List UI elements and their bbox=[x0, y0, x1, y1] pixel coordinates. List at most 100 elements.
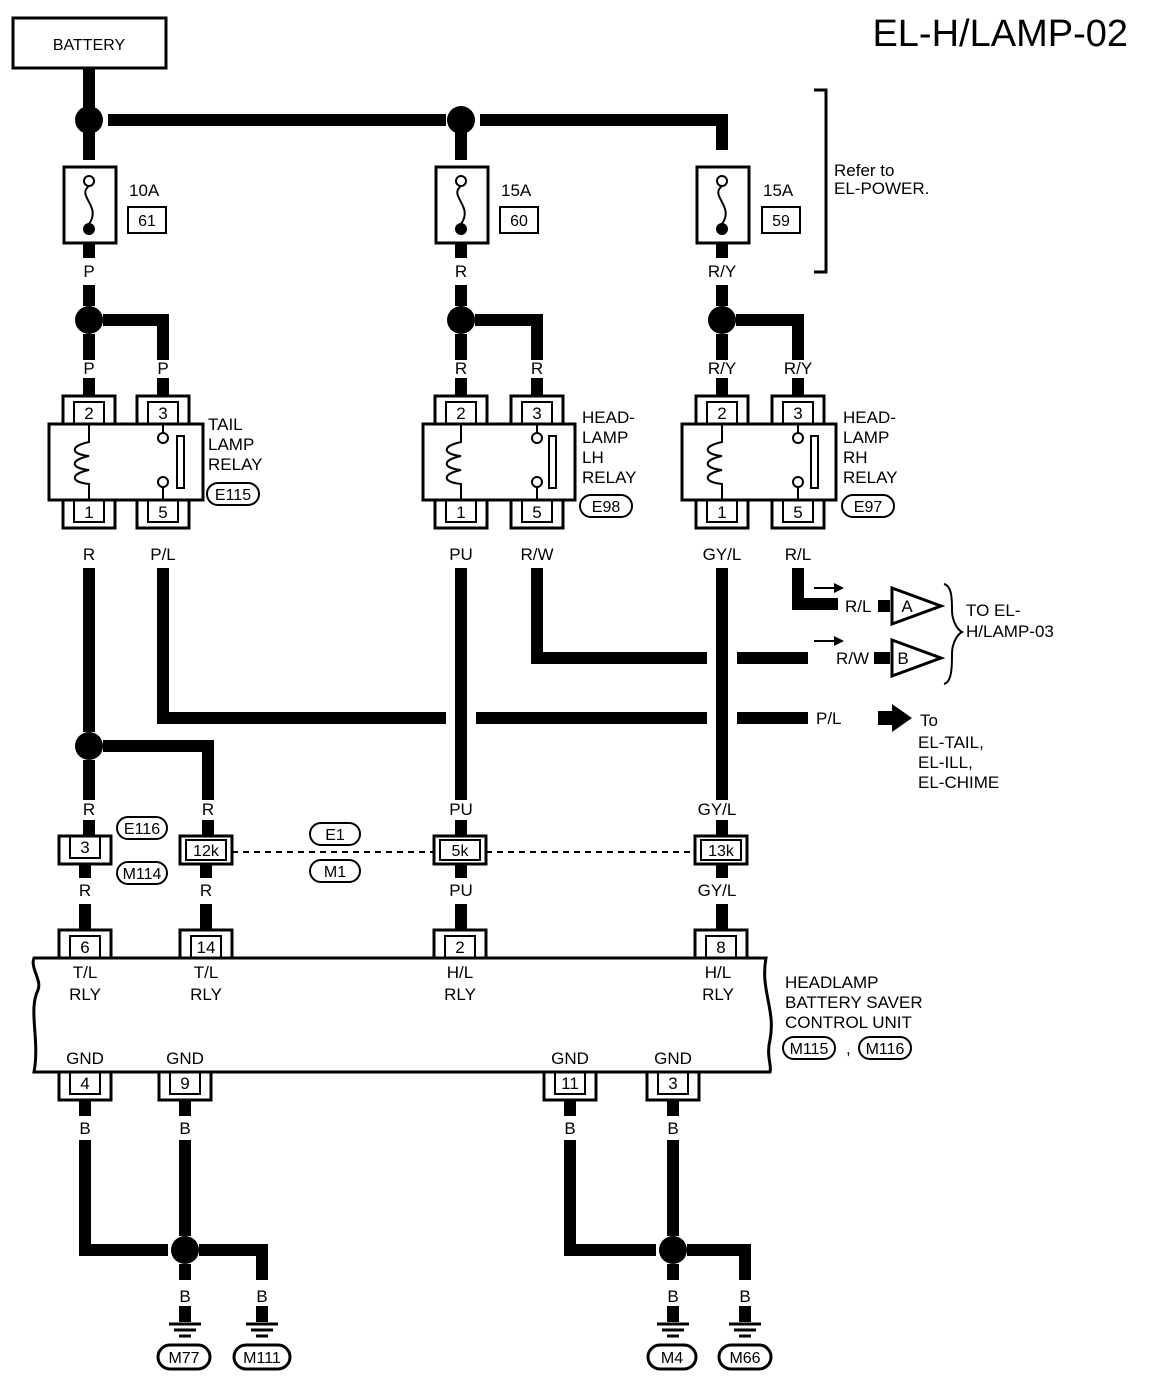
wire-color: P bbox=[157, 359, 168, 378]
wire-color: B bbox=[564, 1119, 575, 1138]
tail-lamp-relay: P P 2 3 1 5 TAIL LAMP RELAY E115 R P/L bbox=[47, 359, 263, 564]
joint-connectors: R R PU GY/L 3 12k 5k 13k E116 M114 E1 M1 bbox=[57, 732, 749, 930]
fuse-rating: 10A bbox=[129, 181, 160, 200]
wire-color: R bbox=[79, 881, 91, 900]
relay-pin: 2 bbox=[717, 404, 726, 423]
wire-color: R bbox=[455, 262, 467, 281]
wire-color: R bbox=[200, 881, 212, 900]
control-unit: 6 14 2 8 T/L RLY T/L RLY H/L RLY H/L RLY… bbox=[31, 928, 923, 1102]
fuse-rating: 15A bbox=[501, 181, 532, 200]
wire-color: B bbox=[667, 1287, 678, 1306]
relay-pin: 2 bbox=[456, 404, 465, 423]
relay-name-line2: LAMP bbox=[208, 435, 254, 454]
wire-color: P/L bbox=[150, 545, 176, 564]
unit-pin: 3 bbox=[668, 1074, 677, 1093]
unit-name-line1: HEADLAMP bbox=[785, 973, 879, 992]
unit-pin: 9 bbox=[180, 1074, 189, 1093]
wire-color: R/W bbox=[836, 649, 869, 668]
pin-label: RLY bbox=[702, 985, 734, 1004]
wire-color: R/Y bbox=[784, 359, 812, 378]
connector-id: E116 bbox=[124, 821, 160, 838]
connector-b bbox=[890, 637, 946, 679]
relay-pin: 1 bbox=[717, 503, 726, 522]
unit-pin: 11 bbox=[561, 1074, 579, 1093]
pin-label: GND bbox=[551, 1049, 589, 1068]
splice-point bbox=[171, 1236, 199, 1264]
relay-name-line3: LH bbox=[582, 448, 604, 467]
relay-pin: 5 bbox=[158, 503, 167, 522]
headlamp-rh-relay: R/Y R/Y 2 3 1 5 HEAD- LAMP RH RELAY E97 … bbox=[680, 359, 898, 564]
wire-color: PU bbox=[449, 881, 473, 900]
wire-color: R/Y bbox=[708, 262, 736, 281]
unit-pin: 4 bbox=[80, 1074, 89, 1093]
tail-note-line3: EL-ILL, bbox=[918, 753, 973, 772]
wire-color: R/Y bbox=[708, 359, 736, 378]
joint-pin: 3 bbox=[80, 838, 89, 857]
battery-label: BATTERY bbox=[53, 37, 126, 54]
fuse-number: 61 bbox=[138, 213, 156, 230]
connector-id: E98 bbox=[592, 499, 621, 516]
relay-pin: 2 bbox=[84, 404, 93, 423]
headlamp-lh-relay: R R 2 3 1 5 HEAD- LAMP LH RELAY E98 PU R… bbox=[421, 359, 637, 564]
lamp03-note-line2: H/LAMP-03 bbox=[966, 622, 1054, 641]
fuse-60: 15A 60 bbox=[434, 165, 539, 245]
pin-label: H/L bbox=[447, 963, 473, 982]
ground-symbol-icon bbox=[169, 1322, 761, 1338]
tail-note-line4: EL-CHIME bbox=[918, 773, 999, 792]
splice-point bbox=[75, 732, 103, 760]
wire-color: B bbox=[179, 1287, 190, 1306]
tail-note-line2: EL-TAIL, bbox=[918, 733, 984, 752]
relay-name-line4: RELAY bbox=[843, 468, 898, 487]
top-bus bbox=[75, 68, 728, 160]
pin-label: RLY bbox=[190, 985, 222, 1004]
connector-a-label: A bbox=[901, 597, 913, 616]
splice-point bbox=[75, 106, 103, 134]
wire-color: B bbox=[256, 1287, 267, 1306]
connector-id: M114 bbox=[123, 866, 162, 883]
relay-pin: 3 bbox=[532, 404, 541, 423]
relay-name-line1: HEAD- bbox=[843, 408, 896, 427]
lamp03-bracket bbox=[943, 583, 965, 685]
relay-name-line4: RELAY bbox=[582, 468, 637, 487]
tail-note-line1: To bbox=[920, 711, 938, 730]
wire-color: P/L bbox=[816, 709, 842, 728]
ground-label: M77 bbox=[168, 1350, 199, 1367]
wire-color: B bbox=[739, 1287, 750, 1306]
pin-label: RLY bbox=[69, 985, 101, 1004]
relay-name-line1: HEAD- bbox=[582, 408, 635, 427]
pin-label: RLY bbox=[444, 985, 476, 1004]
to-el-tail: P/L To EL-TAIL, EL-ILL, EL-CHIME bbox=[816, 704, 999, 792]
ground-label: M4 bbox=[661, 1350, 683, 1367]
control-unit-body bbox=[31, 956, 773, 1074]
fuse-number: 60 bbox=[510, 213, 528, 230]
fuse-rating: 15A bbox=[763, 181, 794, 200]
connector-id: E115 bbox=[215, 487, 251, 504]
connector-a bbox=[890, 585, 946, 627]
wire-color: GY/L bbox=[698, 800, 737, 819]
wire-color: P bbox=[83, 262, 94, 281]
fuse-59: 15A 59 bbox=[695, 165, 801, 245]
relay-name-line2: LAMP bbox=[843, 428, 889, 447]
unit-name-line3: CONTROL UNIT bbox=[785, 1013, 912, 1032]
pin-label: GND bbox=[166, 1049, 204, 1068]
wire-color: R bbox=[455, 359, 467, 378]
refer-note-line2: EL-POWER. bbox=[834, 179, 929, 198]
splice-point bbox=[659, 1236, 687, 1264]
pin-label: GND bbox=[66, 1049, 104, 1068]
connector-separator: , bbox=[846, 1039, 851, 1058]
joint-pin: 12k bbox=[193, 843, 220, 860]
splice-point bbox=[447, 106, 475, 134]
wire-color: GY/L bbox=[698, 881, 737, 900]
wire-color: GY/L bbox=[703, 545, 742, 564]
ground-label: M66 bbox=[729, 1350, 760, 1367]
fuse-output-wires: P R R/Y bbox=[75, 243, 804, 360]
joint-pin: 5k bbox=[452, 843, 470, 860]
relay-pin: 5 bbox=[793, 503, 802, 522]
connector-id: M116 bbox=[866, 1041, 905, 1058]
unit-pin: 14 bbox=[197, 938, 216, 957]
page-title: EL-H/LAMP-02 bbox=[872, 13, 1128, 55]
pin-label: T/L bbox=[73, 963, 98, 982]
unit-pin: 8 bbox=[716, 938, 725, 957]
connector-b-label: B bbox=[897, 649, 908, 668]
